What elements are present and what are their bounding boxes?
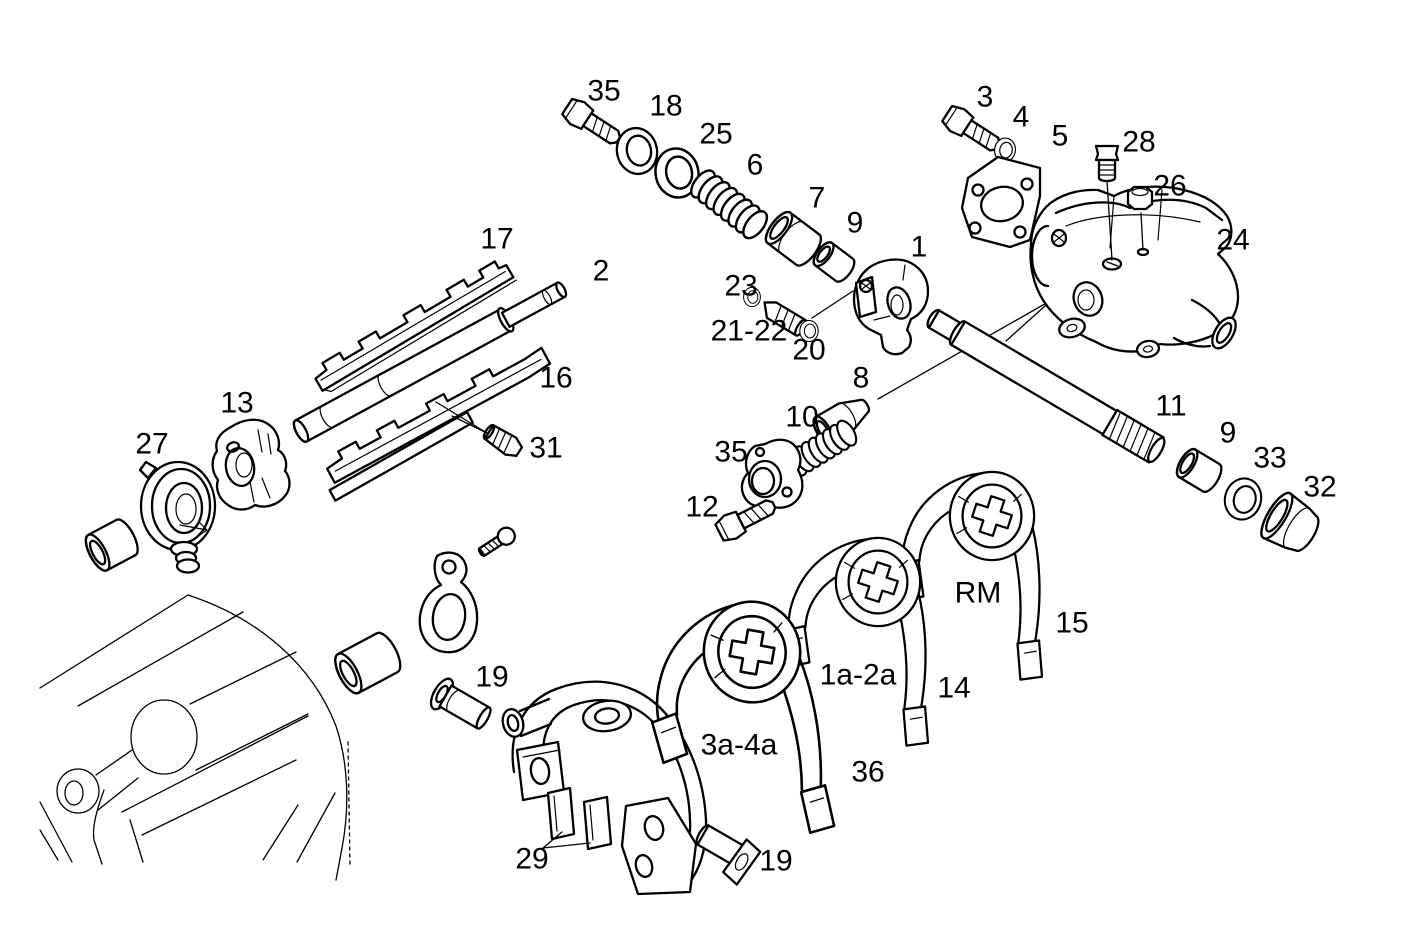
part-label-25: 25 (699, 118, 732, 151)
part-label-23: 23 (724, 270, 757, 303)
pin-21-22 (763, 301, 808, 337)
pin-19-left (429, 677, 492, 730)
rail-17 (314, 260, 517, 393)
flange-35-mid (740, 438, 804, 509)
part-label-2: 2 (593, 255, 610, 288)
part-label-9-top: 9 (847, 207, 864, 240)
part-label-32: 32 (1303, 471, 1336, 504)
part-label-4: 4 (1013, 101, 1030, 134)
part-label-21-22: 21-22 (711, 315, 788, 348)
part-label-5: 5 (1052, 120, 1069, 153)
part-label-28: 28 (1122, 126, 1155, 159)
part-label-11: 11 (1155, 390, 1186, 423)
part-label-14: 14 (937, 672, 970, 705)
part-label-6: 6 (747, 149, 764, 182)
plug-28 (1094, 144, 1120, 183)
part-label-31: 31 (529, 432, 562, 465)
part-label-18: 18 (649, 90, 682, 123)
fork-1a-2a-14 (781, 536, 930, 747)
part-label-13: 13 (220, 387, 253, 420)
part-label-16: 16 (539, 362, 572, 395)
bushing-sleeve (334, 631, 402, 695)
part-label-12: 12 (685, 491, 718, 524)
shift-housing-24 (1029, 185, 1240, 359)
part-label-15: 15 (1055, 607, 1088, 640)
part-label-24: 24 (1216, 224, 1249, 257)
part-label-10: 10 (785, 401, 818, 434)
sleeve-7 (764, 210, 823, 267)
cover-27 (138, 460, 217, 574)
pad-29-b (582, 795, 613, 851)
part-label-1: 1 (911, 231, 928, 264)
plug-31 (482, 423, 524, 457)
part-label-33: 33 (1253, 442, 1286, 475)
pin-19-bottom (695, 824, 762, 886)
part-label-8: 8 (853, 362, 870, 395)
leader-pads-29 (542, 831, 591, 849)
selector-rod-11 (926, 308, 1166, 464)
bushing-left (84, 518, 139, 572)
part-label-19-left: 19 (475, 661, 508, 694)
part-label-35-mid: 35 (714, 436, 747, 469)
screw-small (477, 526, 516, 558)
part-label-27: 27 (135, 428, 168, 461)
part-label-20: 20 (792, 334, 825, 367)
part-label-35-top: 35 (587, 75, 620, 108)
nut-26 (1126, 185, 1154, 211)
part-label-rm: RM (955, 577, 1002, 610)
rail-16 (325, 346, 552, 502)
ring-18 (611, 123, 663, 179)
part-label-7: 7 (809, 182, 826, 215)
part-label-19-bottom: 19 (759, 845, 792, 878)
shaft-2 (292, 281, 568, 443)
gasket-plate-small (418, 551, 479, 654)
gearbox-case-sketch (39, 594, 351, 881)
pad-29-a (546, 786, 576, 841)
clamp-13 (211, 418, 291, 511)
bushing-9-right (1175, 447, 1223, 493)
leader-plug-28 (1106, 180, 1113, 261)
part-label-3a-4a: 3a-4a (701, 729, 778, 762)
bushing-9-top (812, 241, 856, 283)
selector-head-1 (852, 258, 930, 356)
part-label-17: 17 (480, 223, 513, 256)
part-label-36: 36 (851, 756, 884, 789)
gasket-plate-5 (960, 155, 1042, 249)
part-label-9-right: 9 (1220, 417, 1237, 450)
part-label-3: 3 (977, 81, 994, 114)
part-label-1a-2a: 1a-2a (820, 659, 897, 692)
cap-32 (1260, 491, 1320, 552)
leader-nut-26 (1140, 212, 1144, 251)
ring-33 (1219, 473, 1267, 525)
part-label-29: 29 (515, 843, 548, 876)
part-label-26: 26 (1153, 170, 1186, 203)
